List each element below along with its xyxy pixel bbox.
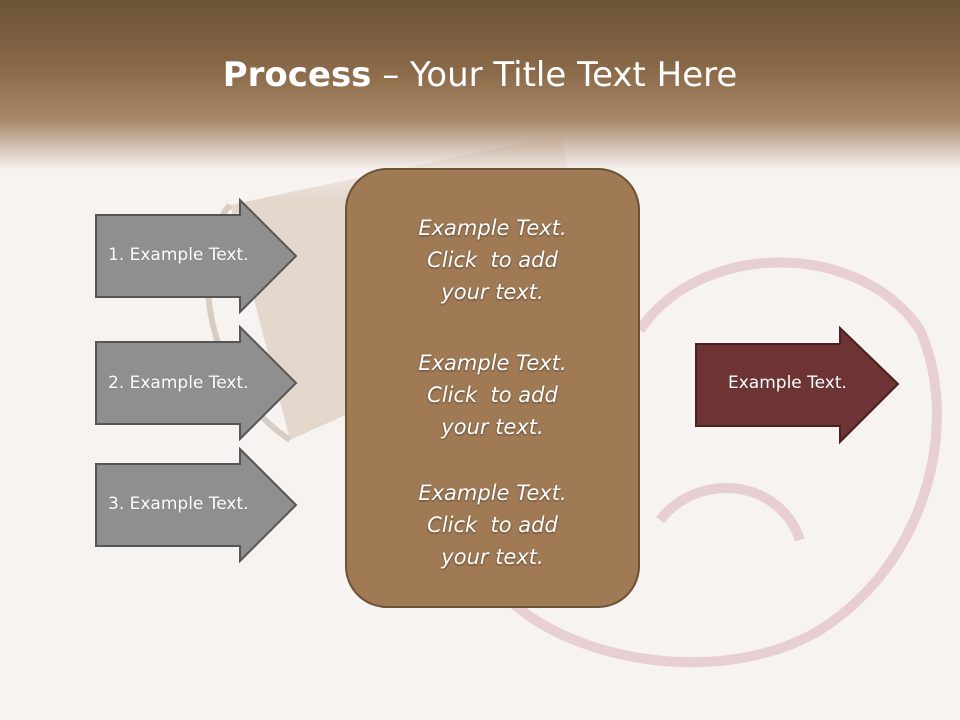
center-text-block-2[interactable]: Example Text. Click to add your text. (345, 347, 640, 443)
step-3-label: 3. Example Text. (108, 494, 249, 514)
block-2-line-1: Example Text. (418, 351, 567, 375)
title-rest: – Your Title Text Here (371, 55, 738, 95)
block-2-line-2: Click to add (427, 383, 558, 407)
block-3-line-1: Example Text. (418, 481, 567, 505)
title-bold: Process (222, 55, 372, 95)
block-2-line-3: your text. (441, 415, 544, 439)
step-2-arrow[interactable] (95, 324, 298, 442)
step-1-label: 1. Example Text. (108, 245, 249, 265)
step-2-label: 2. Example Text. (108, 373, 249, 393)
slide-title: Process – Your Title Text Here (0, 52, 960, 98)
block-3-line-2: Click to add (427, 513, 558, 537)
title-banner (0, 0, 960, 200)
block-1-line-2: Click to add (427, 248, 558, 272)
center-process-box[interactable] (345, 168, 640, 608)
step-1-arrow[interactable] (95, 197, 298, 315)
block-1-line-3: your text. (441, 280, 544, 304)
block-3-line-3: your text. (441, 545, 544, 569)
result-arrow[interactable] (695, 325, 900, 445)
center-text-block-3[interactable]: Example Text. Click to add your text. (345, 477, 640, 573)
center-text-block-1[interactable]: Example Text. Click to add your text. (345, 212, 640, 308)
result-label: Example Text. (728, 373, 847, 393)
step-3-arrow[interactable] (95, 446, 298, 564)
block-1-line-1: Example Text. (418, 216, 567, 240)
